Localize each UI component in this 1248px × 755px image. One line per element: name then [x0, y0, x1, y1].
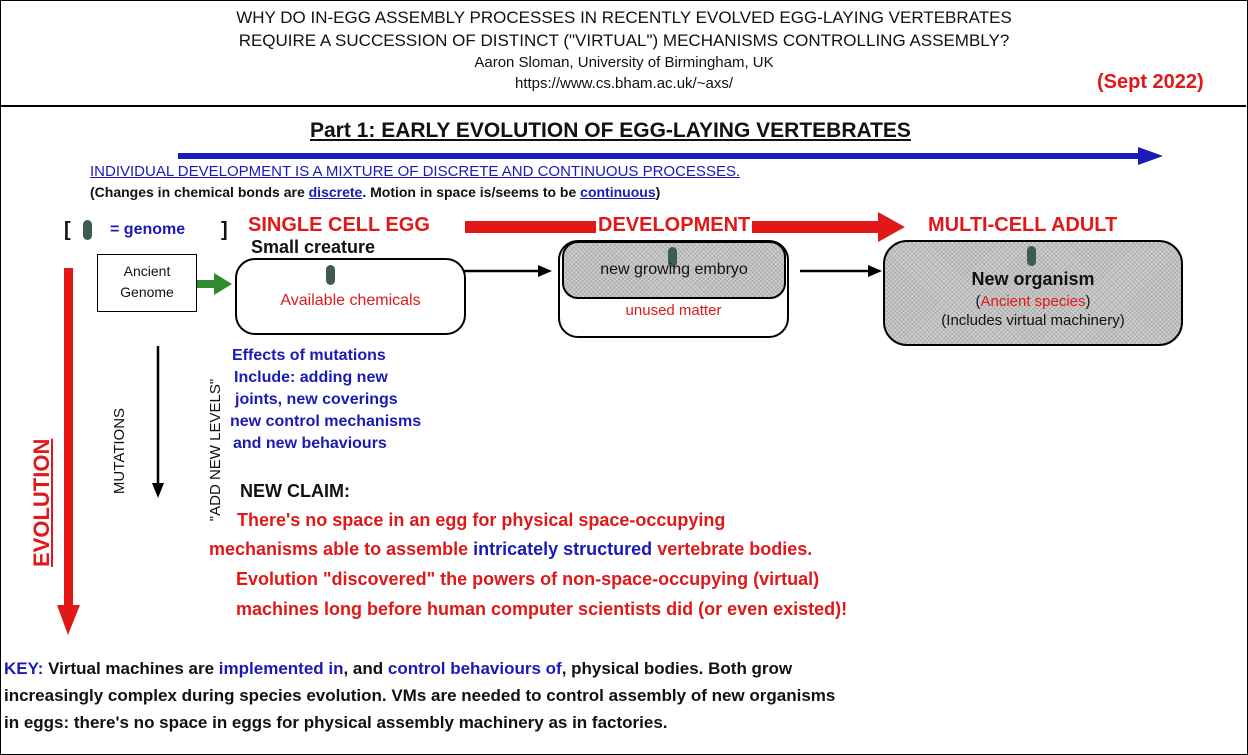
title-line-1: WHY DO IN-EGG ASSEMBLY PROCESSES IN RECE… — [236, 8, 1012, 27]
key-line-1: KEY: Virtual machines are implemented in… — [4, 659, 793, 678]
stage-adult: MULTI-CELL ADULT — [928, 214, 1118, 236]
legend-label: = genome — [110, 221, 186, 238]
arrow-embryo-organism — [868, 265, 882, 277]
claim-heading: NEW CLAIM: — [240, 481, 350, 501]
evolution-label: EVOLUTION — [29, 438, 54, 567]
part-title: Part 1: EARLY EVOLUTION OF EGG-LAYING VE… — [310, 119, 911, 142]
legend-close-bracket: ] — [221, 219, 228, 241]
author-url: https://www.cs.bham.ac.uk/~axs/ — [514, 75, 733, 92]
stage-egg: SINGLE CELL EGG — [248, 214, 430, 236]
mutation-effect-line: new control mechanisms — [230, 413, 422, 430]
title-line-2: REQUIRE A SUCCESSION OF DISTINCT ("VIRTU… — [238, 31, 1010, 50]
ancient-genome-box: Ancient Genome — [97, 254, 197, 312]
claim-line-2: mechanisms able to assemble intricately … — [209, 539, 813, 559]
mutation-effect-line: and new behaviours — [233, 435, 387, 452]
organism-includes: (Includes virtual machinery) — [941, 312, 1125, 329]
genome-icon — [668, 247, 677, 267]
genome-icon — [1027, 246, 1036, 266]
add-new-levels-label: "ADD NEW LEVELS" — [207, 378, 224, 522]
stage-development: DEVELOPMENT — [596, 214, 753, 237]
dev-note-line-1: INDIVIDUAL DEVELOPMENT IS A MIXTURE OF D… — [90, 163, 741, 180]
ancient-genome-line-1: Ancient — [123, 263, 171, 279]
blue-arrow-head — [1138, 147, 1163, 165]
embryo-inner-box: new growing embryo — [562, 241, 786, 299]
organism-species: (Ancient species) — [975, 293, 1091, 310]
claim-line-4: machines long before human computer scie… — [236, 599, 848, 619]
evolution-arrow-head — [57, 605, 80, 635]
header: WHY DO IN-EGG ASSEMBLY PROCESSES IN RECE… — [0, 0, 1246, 107]
key-line-3: in eggs: there's no space in eggs for ph… — [4, 713, 668, 732]
dev-note-line-2: (Changes in chemical bonds are discrete.… — [90, 184, 661, 200]
mutation-effects: Effects of mutations Include: adding new… — [230, 345, 422, 455]
evolution-arrow-shaft — [64, 268, 73, 608]
dev-arrow-head — [878, 212, 905, 242]
claim-line-1: There's no space in an egg for physical … — [237, 510, 726, 530]
mutations-label: MUTATIONS — [111, 407, 128, 495]
organism-box: New organism (Ancient species) (Includes… — [883, 240, 1183, 346]
unused-matter: unused matter — [625, 302, 722, 319]
green-arrow-head — [214, 273, 232, 295]
mutations-arrow-head — [152, 483, 164, 498]
legend-open-bracket: [ — [64, 219, 71, 241]
mutation-effect-line: Effects of mutations — [232, 347, 386, 364]
author: Aaron Sloman, University of Birmingham, … — [474, 54, 774, 71]
green-arrow-shaft — [197, 280, 217, 288]
key-line-2: increasingly complex during species evol… — [4, 686, 836, 705]
new-growing-embryo: new growing embryo — [600, 261, 748, 278]
available-chemicals: Available chemicals — [280, 292, 421, 309]
mutation-effect-line: joints, new coverings — [235, 391, 398, 408]
genome-icon — [326, 265, 335, 285]
organism-title: New organism — [971, 269, 1095, 289]
mutation-effect-line: Include: adding new — [234, 369, 388, 386]
date: (Sept 2022) — [1097, 71, 1204, 93]
small-creature-title: Small creature — [251, 237, 376, 257]
small-creature-box: Available chemicals — [235, 258, 466, 335]
claim-line-3: Evolution "discovered" the powers of non… — [236, 569, 820, 589]
arrow-creature-embryo — [538, 265, 552, 277]
ancient-genome-line-2: Genome — [120, 284, 174, 300]
genome-icon — [83, 220, 92, 240]
